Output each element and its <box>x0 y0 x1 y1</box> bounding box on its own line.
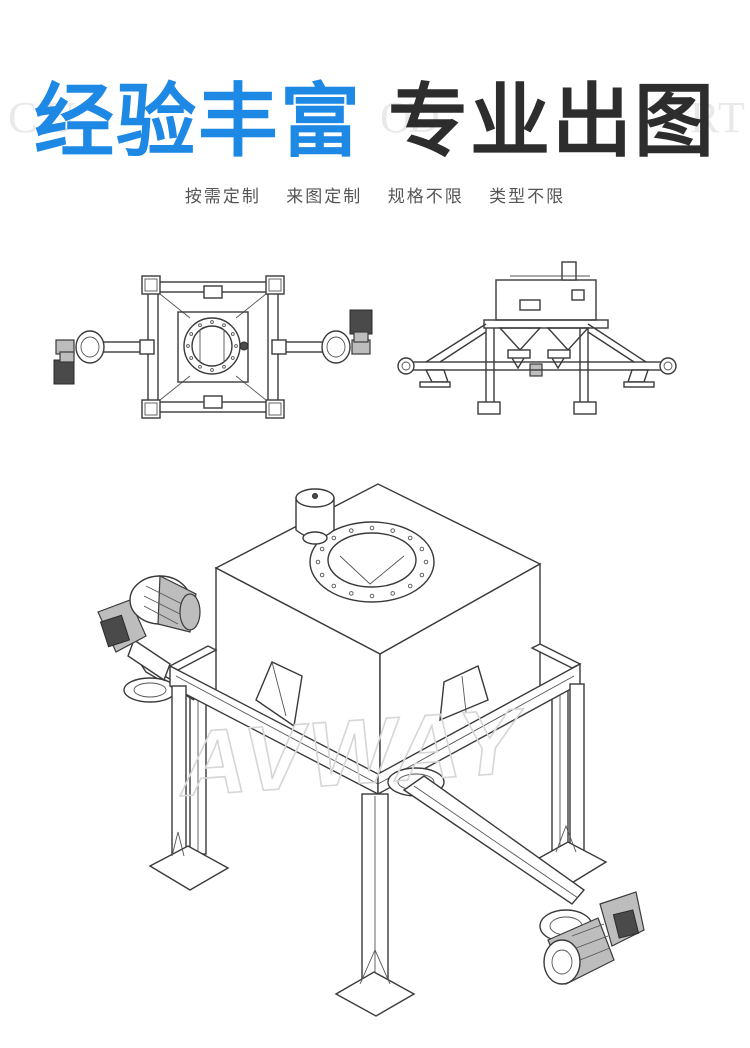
bolt-hole <box>222 323 226 328</box>
bolt-hole <box>407 535 413 541</box>
bg-letter: T <box>718 93 750 142</box>
tagline-item: 来图定制 <box>286 187 363 207</box>
bolt-hole <box>210 368 214 372</box>
tagline-item: 类型不限 <box>489 187 566 207</box>
bolt-hole <box>230 332 235 336</box>
bolt-hole <box>222 364 226 369</box>
bolt-hole <box>319 572 325 578</box>
bolt-hole <box>230 356 235 360</box>
bolt-hole <box>369 525 375 531</box>
bg-letter: U <box>44 93 90 142</box>
isometric-view-drawing <box>97 483 645 1017</box>
headline-part-dark: 专业出图 <box>388 75 716 168</box>
bolt-hole <box>198 364 202 369</box>
background-letters: C U O D R T <box>0 92 750 152</box>
bolt-hole <box>419 546 425 552</box>
headline-part-blue: 经验丰富 <box>34 75 362 168</box>
bg-letter: R <box>690 93 734 142</box>
bg-letter: D <box>408 93 454 142</box>
bolt-hole <box>419 572 425 578</box>
bolt-hole <box>331 535 337 541</box>
bolt-hole <box>423 559 429 565</box>
bolt-hole <box>390 591 395 596</box>
bolt-hole <box>331 583 337 589</box>
bolt-hole <box>210 320 214 324</box>
bolt-hole <box>407 583 413 589</box>
bolt-hole <box>390 528 395 533</box>
bg-letter: C <box>8 93 52 142</box>
tagline-item: 规格不限 <box>387 187 464 207</box>
bolt-hole <box>349 591 354 596</box>
bolt-hole <box>369 593 375 599</box>
bolt-hole <box>349 528 354 533</box>
bolt-hole <box>315 559 321 565</box>
bolt-hole <box>198 323 202 328</box>
bg-letter: O <box>380 93 426 142</box>
page-headline: 经验丰富专业出图 <box>0 72 750 172</box>
tagline-item: 按需定制 <box>184 187 261 207</box>
tagline: 按需定制 来图定制 规格不限 类型不限 <box>0 182 750 207</box>
watermark: AVWAY <box>174 690 530 816</box>
top-view-drawing <box>53 275 373 419</box>
front-view-drawing <box>397 261 677 415</box>
bolt-hole <box>189 332 194 336</box>
bolt-hole <box>319 546 325 552</box>
bolt-hole <box>186 344 190 348</box>
bolt-hole <box>234 344 238 348</box>
bolt-hole <box>189 356 194 360</box>
